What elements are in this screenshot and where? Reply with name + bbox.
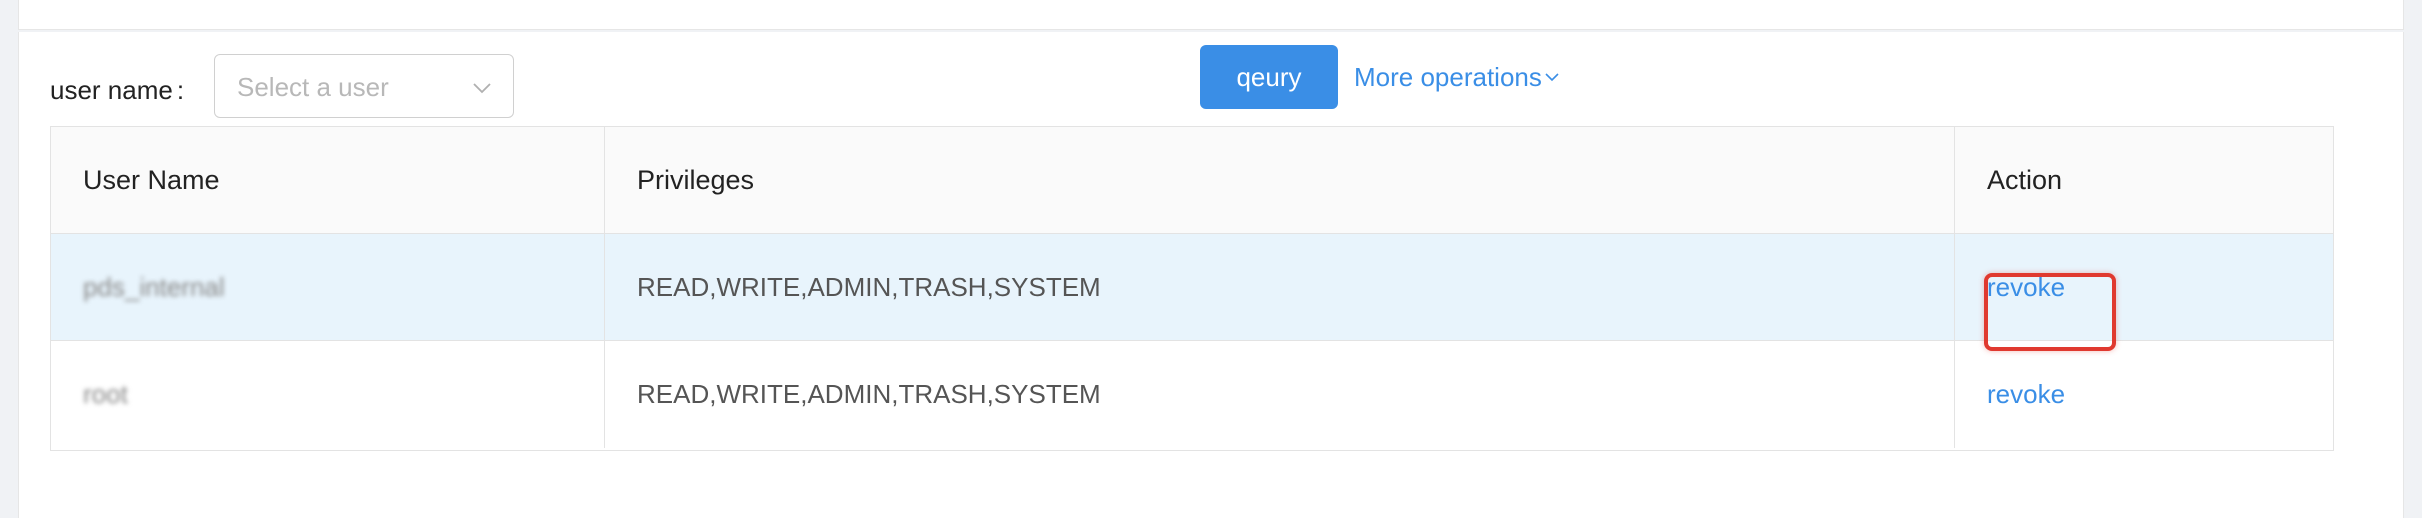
user-name-label-colon: :: [176, 75, 185, 105]
user-name-label: user name:: [50, 70, 184, 110]
chevron-down-icon: [1545, 73, 1559, 82]
user-privileges-table: User Name Privileges Action pds_internal…: [50, 126, 2334, 451]
action-cell: revoke: [1955, 234, 2335, 340]
table-row: root READ,WRITE,ADMIN,TRASH,SYSTEM revok…: [51, 341, 2333, 448]
more-operations-dropdown[interactable]: More operations: [1354, 45, 1560, 109]
user-name-label-text: user name: [50, 75, 173, 105]
more-operations-label: More operations: [1354, 62, 1542, 92]
revoke-link[interactable]: revoke: [1987, 379, 2066, 409]
user-name-value: pds_internal: [83, 272, 225, 302]
user-name-cell: root: [51, 341, 605, 448]
user-name-cell: pds_internal: [51, 234, 605, 340]
user-select-placeholder: Select a user: [237, 72, 389, 102]
chevron-down-icon: [473, 83, 491, 94]
privileges-cell: READ,WRITE,ADMIN,TRASH,SYSTEM: [605, 341, 1955, 448]
table-header-row: User Name Privileges Action: [51, 127, 2333, 234]
revoke-link[interactable]: revoke: [1987, 272, 2066, 302]
user-name-value: root: [83, 379, 128, 409]
user-select[interactable]: Select a user: [214, 54, 514, 118]
table-row: pds_internal READ,WRITE,ADMIN,TRASH,SYST…: [51, 234, 2333, 341]
column-header-action: Action: [1987, 165, 2063, 195]
query-button[interactable]: qeury: [1200, 45, 1338, 109]
column-header-privileges: Privileges: [605, 127, 1955, 233]
privileges-cell: READ,WRITE,ADMIN,TRASH,SYSTEM: [605, 234, 1955, 340]
top-card: [18, 0, 2404, 30]
column-header-user-name: User Name: [51, 127, 605, 233]
action-cell: revoke: [1955, 341, 2335, 448]
